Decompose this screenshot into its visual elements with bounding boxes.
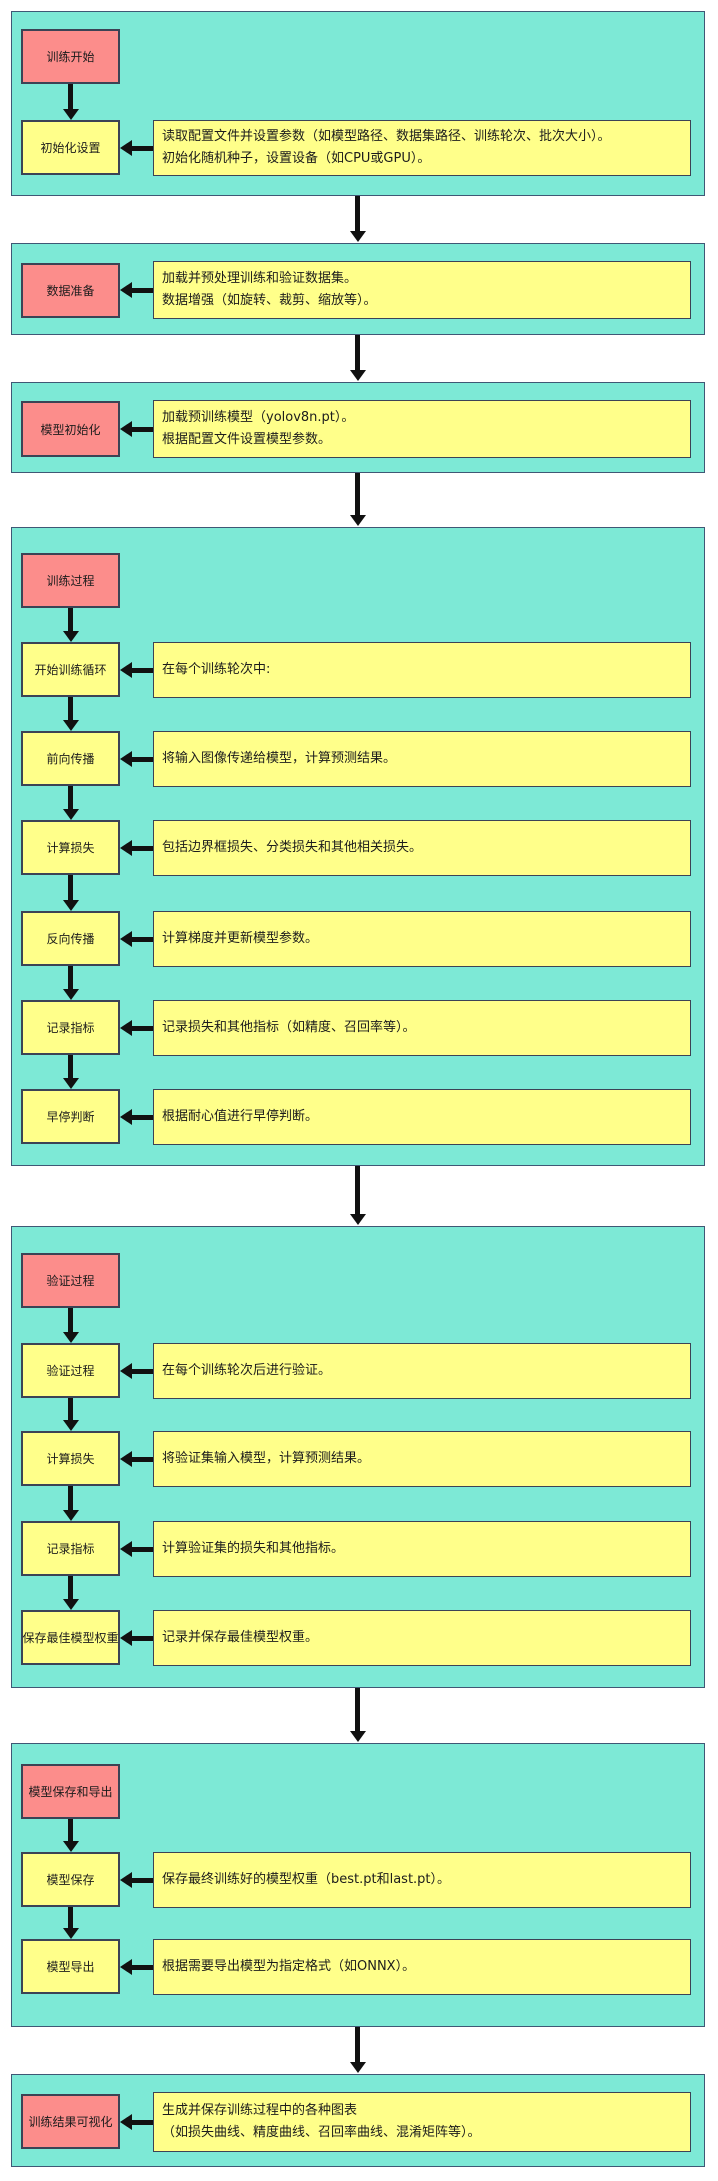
- arrow-left-icon: [120, 840, 153, 856]
- desc-forward-pass: 将输入图像传递给模型，计算预测结果。: [153, 731, 691, 787]
- node-init-settings: 初始化设置: [21, 120, 120, 175]
- section-validation-process: 验证过程 验证过程 在每个训练轮次后进行验证。 计算损失 将验证集输入模型，计算…: [11, 1226, 705, 1688]
- node-training-start: 训练开始: [21, 29, 120, 84]
- arrow-down-icon: [349, 335, 366, 381]
- arrow-down-icon: [349, 2027, 366, 2073]
- desc-val-log-metrics: 计算验证集的损失和其他指标。: [153, 1521, 691, 1577]
- arrow-down-icon: [62, 1907, 79, 1939]
- arrow-down-icon: [62, 84, 79, 120]
- section-training-process: 训练过程 开始训练循环 在每个训练轮次中: 前向传播 将输入图像传递给模型，计算…: [11, 527, 705, 1166]
- desc-compute-loss: 包括边界框损失、分类损失和其他相关损失。: [153, 820, 691, 876]
- desc-data-preparation: 加载并预处理训练和验证数据集。 数据增强（如旋转、裁剪、缩放等）。: [153, 261, 691, 319]
- node-early-stop: 早停判断: [21, 1089, 120, 1144]
- arrow-left-icon: [120, 140, 153, 156]
- arrow-left-icon: [120, 1363, 153, 1379]
- arrow-left-icon: [120, 2114, 153, 2130]
- desc-result-visualization: 生成并保存训练过程中的各种图表 （如损失曲线、精度曲线、召回率曲线、混淆矩阵等）…: [153, 2092, 691, 2152]
- node-model-save-export: 模型保存和导出: [21, 1764, 120, 1819]
- node-data-preparation: 数据准备: [21, 263, 120, 318]
- desc-validation: 在每个训练轮次后进行验证。: [153, 1343, 691, 1399]
- desc-model-export: 根据需要导出模型为指定格式（如ONNX）。: [153, 1939, 691, 1995]
- node-result-visualization: 训练结果可视化: [21, 2094, 120, 2149]
- section-training-start: 训练开始 初始化设置 读取配置文件并设置参数（如模型路径、数据集路径、训练轮次、…: [11, 11, 705, 196]
- node-validation-process: 验证过程: [21, 1253, 120, 1308]
- section-result-visualization: 训练结果可视化 生成并保存训练过程中的各种图表 （如损失曲线、精度曲线、召回率曲…: [11, 2074, 705, 2167]
- node-model-save: 模型保存: [21, 1852, 120, 1907]
- arrow-down-icon: [349, 473, 366, 526]
- arrow-down-icon: [62, 1819, 79, 1852]
- desc-start-training-loop: 在每个训练轮次中:: [153, 642, 691, 698]
- arrow-left-icon: [120, 931, 153, 947]
- node-model-export: 模型导出: [21, 1939, 120, 1994]
- desc-backward-pass: 计算梯度并更新模型参数。: [153, 911, 691, 967]
- arrow-down-icon: [62, 875, 79, 911]
- desc-save-best-weights: 记录并保存最佳模型权重。: [153, 1610, 691, 1666]
- arrow-left-icon: [120, 1872, 153, 1888]
- arrow-down-icon: [62, 1576, 79, 1610]
- arrow-left-icon: [120, 421, 153, 437]
- section-model-initialization: 模型初始化 加载预训练模型（yolov8n.pt）。 根据配置文件设置模型参数。: [11, 382, 705, 473]
- arrow-down-icon: [62, 1055, 79, 1089]
- arrow-left-icon: [120, 751, 153, 767]
- node-backward-pass: 反向传播: [21, 911, 120, 966]
- section-data-preparation: 数据准备 加载并预处理训练和验证数据集。 数据增强（如旋转、裁剪、缩放等）。: [11, 243, 705, 335]
- node-save-best-weights: 保存最佳模型权重: [21, 1610, 120, 1665]
- section-model-save-export: 模型保存和导出 模型保存 保存最终训练好的模型权重（best.pt和last.p…: [11, 1743, 705, 2027]
- arrow-down-icon: [62, 966, 79, 1000]
- arrow-left-icon: [120, 1541, 153, 1557]
- node-start-training-loop: 开始训练循环: [21, 642, 120, 697]
- arrow-down-icon: [349, 1688, 366, 1742]
- arrow-down-icon: [62, 1486, 79, 1521]
- arrow-down-icon: [349, 196, 366, 242]
- arrow-down-icon: [349, 1166, 366, 1225]
- node-model-initialization: 模型初始化: [21, 401, 120, 457]
- arrow-left-icon: [120, 1630, 153, 1646]
- desc-model-initialization: 加载预训练模型（yolov8n.pt）。 根据配置文件设置模型参数。: [153, 400, 691, 458]
- node-compute-loss: 计算损失: [21, 820, 120, 875]
- arrow-left-icon: [120, 1109, 153, 1125]
- arrow-down-icon: [62, 786, 79, 820]
- arrow-left-icon: [120, 1959, 153, 1975]
- arrow-left-icon: [120, 1451, 153, 1467]
- node-validation: 验证过程: [21, 1343, 120, 1398]
- node-val-compute-loss: 计算损失: [21, 1431, 120, 1486]
- desc-init-settings: 读取配置文件并设置参数（如模型路径、数据集路径、训练轮次、批次大小）。 初始化随…: [153, 120, 691, 176]
- arrow-left-icon: [120, 1020, 153, 1036]
- arrow-left-icon: [120, 662, 153, 678]
- desc-early-stop: 根据耐心值进行早停判断。: [153, 1089, 691, 1145]
- desc-val-compute-loss: 将验证集输入模型，计算预测结果。: [153, 1431, 691, 1487]
- arrow-down-icon: [62, 697, 79, 731]
- arrow-down-icon: [62, 1308, 79, 1343]
- node-log-metrics: 记录指标: [21, 1000, 120, 1055]
- arrow-left-icon: [120, 282, 153, 298]
- node-forward-pass: 前向传播: [21, 731, 120, 786]
- desc-model-save: 保存最终训练好的模型权重（best.pt和last.pt）。: [153, 1852, 691, 1908]
- node-val-log-metrics: 记录指标: [21, 1521, 120, 1576]
- node-training-process: 训练过程: [21, 553, 120, 608]
- arrow-down-icon: [62, 1398, 79, 1431]
- desc-log-metrics: 记录损失和其他指标（如精度、召回率等）。: [153, 1000, 691, 1056]
- arrow-down-icon: [62, 608, 79, 642]
